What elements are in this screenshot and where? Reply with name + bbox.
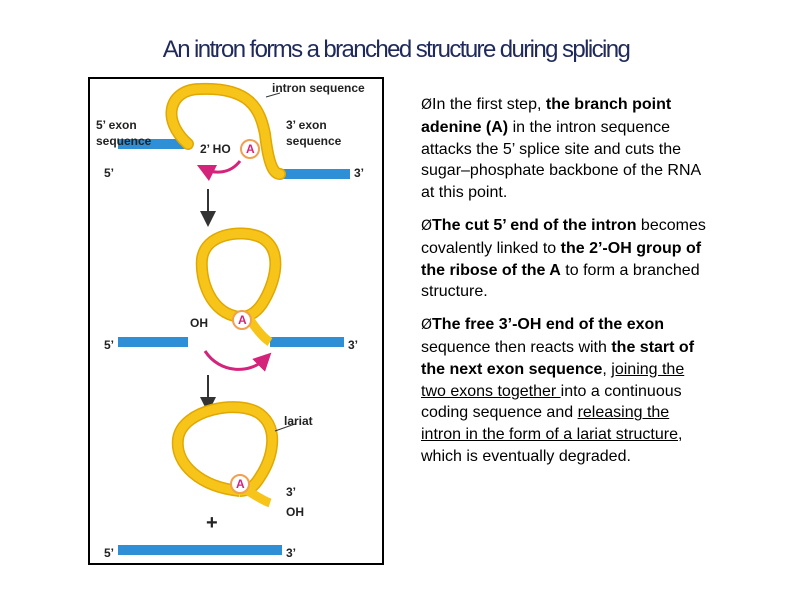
intron-sequence-label: intron sequence: [272, 81, 365, 95]
stage-1: A intron sequence 5’ exon sequence 3’ ex…: [96, 81, 365, 182]
exon-3-bar-2: [270, 337, 344, 347]
bullet-text-segment: the start of the next exon sequence: [421, 338, 695, 378]
five-prime-label-3: 5’: [104, 546, 114, 560]
exon-5-bar-2: [118, 337, 188, 347]
bullet-text-segment: into a continuous coding sequence and: [421, 382, 682, 422]
bullet-text-segment: In the first step,: [432, 96, 546, 113]
bullet-text-segment: in the intron sequence attacks the 5’ sp…: [421, 118, 701, 202]
bullet-text-segment: the 2’-OH group of the ribose of the A: [421, 239, 702, 279]
bullet-text-segment: to form a branched structure.: [421, 261, 700, 301]
bullet-text-segment: joining the two exons together: [421, 360, 685, 400]
plus-sign: +: [206, 512, 218, 534]
three-prime-label-3: 3’: [286, 546, 296, 560]
bullet-text-segment: the branch point adenine (A): [421, 96, 672, 136]
branch-a-label: A: [246, 142, 255, 156]
bullet-1: ØIn the first step, the branch point ade…: [421, 94, 711, 204]
bullet-arrow-icon: Ø: [421, 97, 433, 113]
bullet-2-content: The cut 5’ end of the intron becomes cov…: [421, 217, 706, 300]
branched-loop: [197, 229, 280, 322]
bullet-text-segment: The cut 5’ end of the intron: [432, 216, 637, 234]
explanation-text: ØIn the first step, the branch point ade…: [421, 94, 711, 479]
bullet-text-segment: becomes covalently linked to: [421, 216, 706, 257]
bullet-text-segment: The free 3’-OH end of the exon: [432, 316, 665, 334]
oh-label-3: OH: [286, 505, 304, 519]
five-prime-label-1: 5’: [104, 166, 114, 180]
exon5-label-line1: 5’ exon: [96, 118, 137, 132]
bullet-arrow-icon: Ø: [421, 317, 433, 334]
branch-a-circle-2: [232, 310, 252, 330]
lariat-leader-line: [274, 423, 296, 432]
bullet-2: ØThe cut 5’ end of the intron becomes co…: [421, 215, 711, 303]
five-prime-label-2: 5’: [104, 338, 114, 352]
three-prime-label-2: 3’: [348, 338, 358, 352]
branch-a-label-2: A: [238, 313, 247, 327]
attack-arrow: [196, 160, 242, 182]
exon3-label-line2: sequence: [286, 134, 342, 148]
joined-exons-bar: [118, 545, 282, 555]
exon-3-bar: [280, 169, 350, 179]
bullet-3: ØThe free 3’-OH end of the exon sequence…: [421, 314, 711, 468]
splicing-diagram: A intron sequence 5’ exon sequence 3’ ex…: [88, 77, 384, 565]
intron-loop: [167, 84, 285, 179]
branch-a-circle: [240, 139, 260, 159]
stage-3: A lariat 3’ OH + 5’ 3’: [104, 401, 313, 560]
branch-a-circle-3: [230, 474, 250, 494]
bullet-text-segment: sequence then reacts with: [421, 338, 612, 356]
oh-label-2: OH: [190, 316, 208, 330]
exon-5-bar: [118, 139, 188, 149]
exon5-label-line2: sequence: [96, 134, 152, 148]
exon3-label-line1: 3’ exon: [286, 118, 327, 132]
splicing-diagram-svg: A intron sequence 5’ exon sequence 3’ ex…: [96, 81, 365, 560]
branch-a-label-3: A: [236, 477, 245, 491]
slide-title: An intron forms a branched structure dur…: [162, 36, 631, 63]
lariat-label: lariat: [284, 414, 313, 428]
ho-label: 2’ HO: [200, 142, 231, 156]
bullet-1-content: In the first step, the branch point aden…: [421, 96, 700, 201]
lariat-loop: [173, 402, 277, 496]
lariat-tail: [245, 487, 272, 508]
three-prime-label-3a: 3’: [286, 485, 296, 499]
intron-leader-line: [265, 92, 281, 98]
bullet-text-segment: releasing the intron in the form of a la…: [421, 404, 678, 444]
bullet-text-segment: , which is eventually degraded.: [421, 426, 683, 465]
three-prime-label-1: 3’: [354, 166, 364, 180]
bullet-arrow-icon: Ø: [421, 217, 433, 234]
stage-2: A OH 5’ 3’: [104, 227, 358, 372]
bullet-3-content: The free 3’-OH end of the exon sequence …: [421, 316, 694, 465]
reaction-arrow: [203, 350, 272, 372]
bullet-text-segment: ,: [602, 360, 612, 378]
